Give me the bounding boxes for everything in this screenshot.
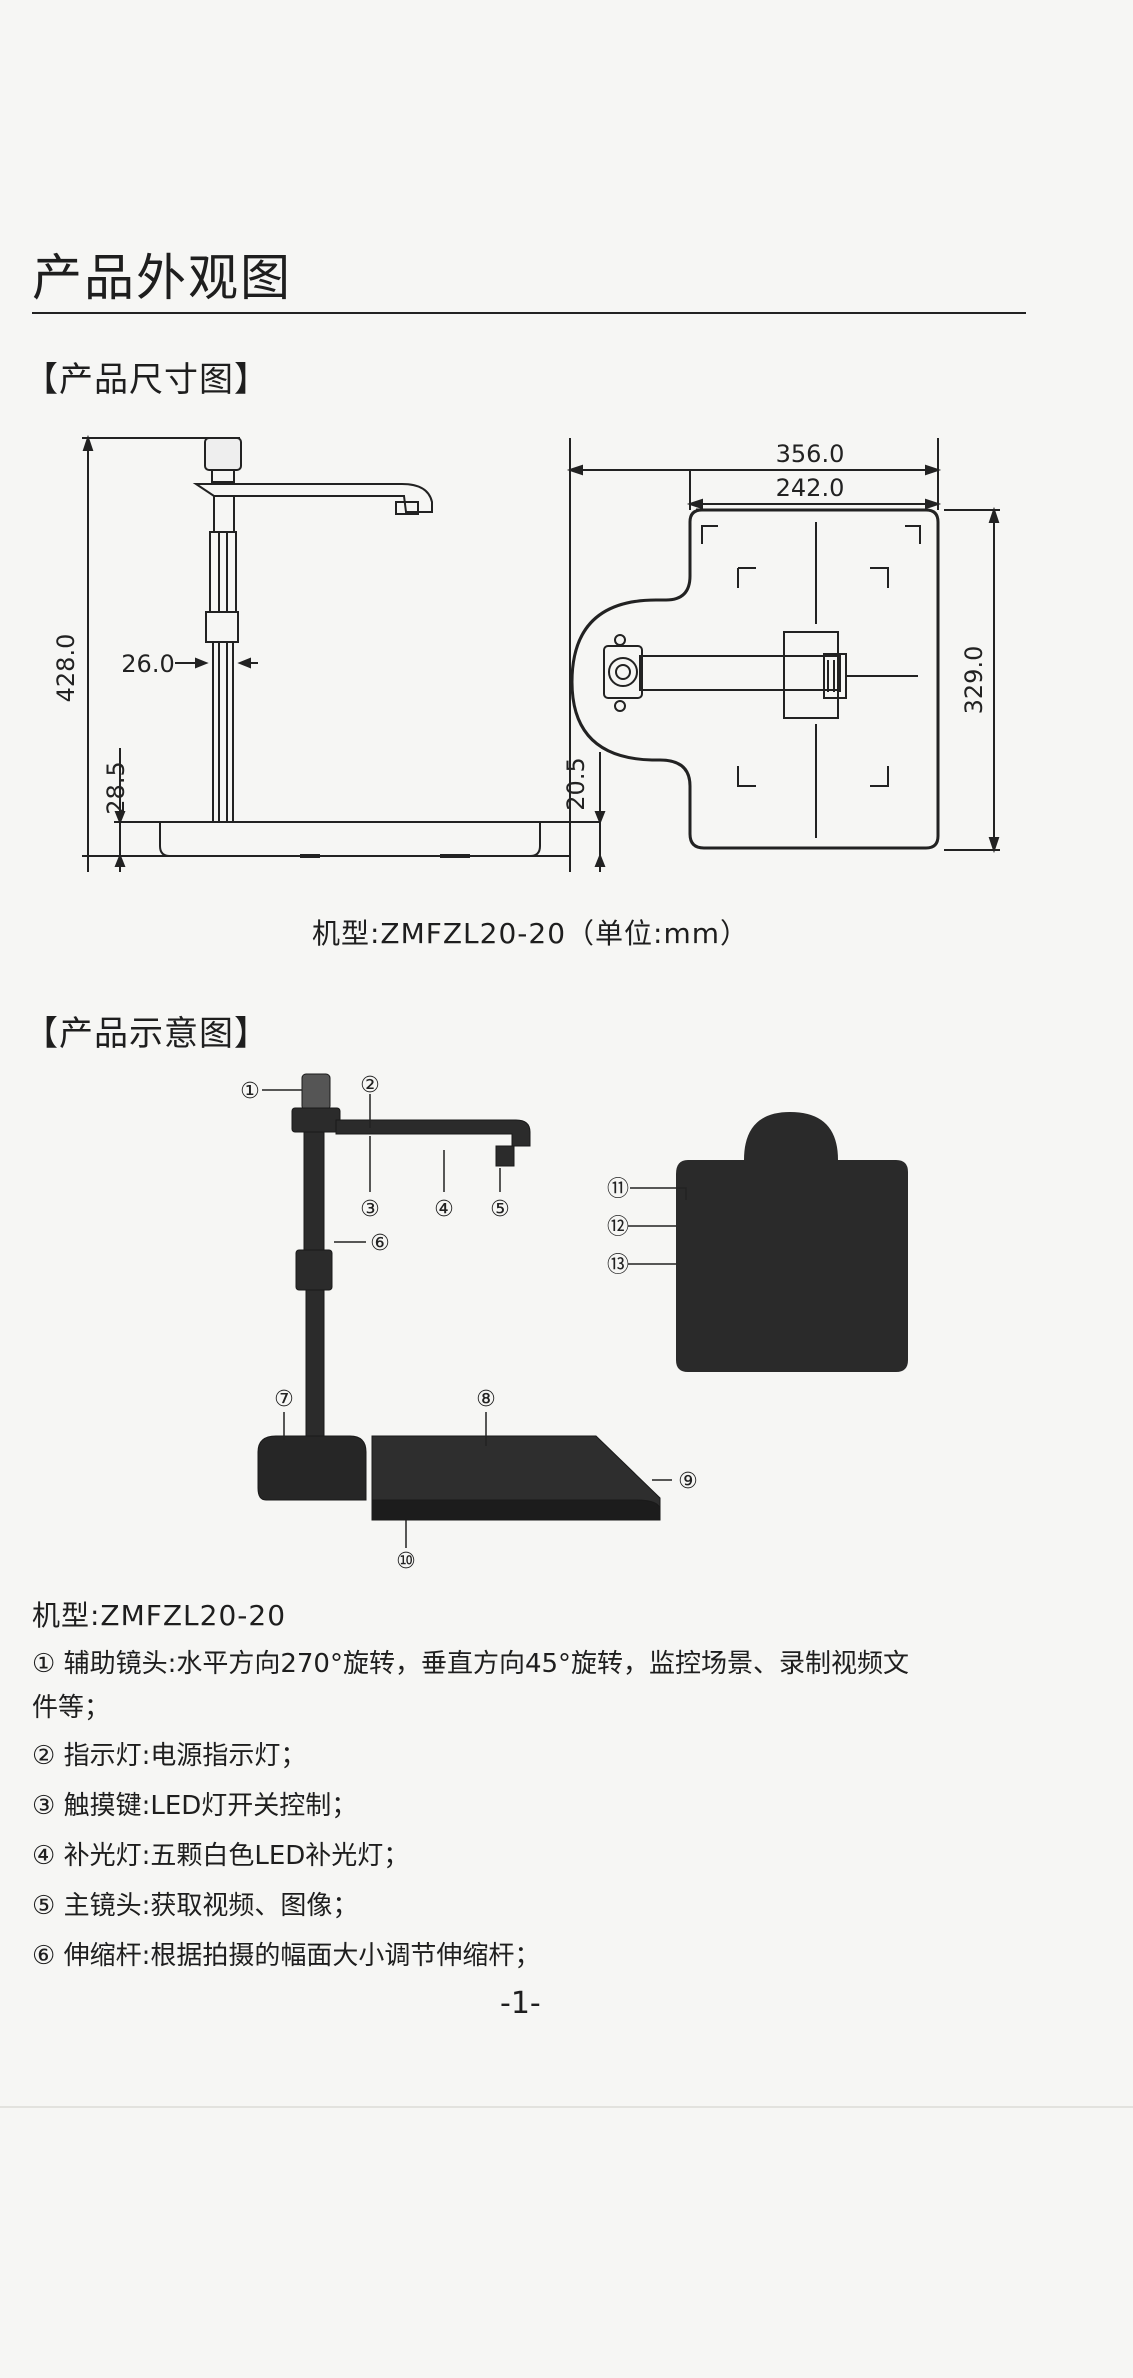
callout-2: ②	[360, 1073, 380, 1098]
callout-12: ⑫	[607, 1215, 629, 1240]
desc-line-2: ② 指示灯:电源指示灯；	[32, 1741, 307, 1771]
callout-6: ⑥	[370, 1231, 390, 1256]
dimension-drawing: 428.0 26.0 28.5 356.0 242.0 329.0 20.5	[52, 434, 1000, 872]
page-number: -1-	[500, 1986, 541, 2021]
desc-line-3: ③ 触摸键:LED灯开关控制；	[32, 1791, 358, 1821]
callout-8: ⑧	[476, 1387, 496, 1412]
desc-line-1: ① 辅助镜头:水平方向270°旋转，垂直方向45°旋转，监控场景、录制视频文	[32, 1649, 910, 1679]
product-schematic: ① ② ③ ④ ⑤ ⑥ ⑦ ⑧ ⑨ ⑩ ⑪ ⑫ ⑬	[240, 1073, 908, 1574]
callout-7: ⑦	[274, 1387, 294, 1412]
model-label: 机型:ZMFZL20-20	[32, 1599, 287, 1632]
callout-1: ①	[240, 1079, 260, 1104]
size-section-heading: 【产品尺寸图】	[24, 360, 269, 400]
page-title: 产品外观图	[32, 249, 292, 307]
callout-4: ④	[434, 1197, 454, 1222]
page-edge-divider	[0, 2106, 1133, 2108]
desc-line-5: ⑤ 主镜头:获取视频、图像；	[32, 1891, 359, 1921]
dim-depth: 329.0	[960, 646, 988, 715]
dim-pole-width: 26.0	[121, 650, 174, 678]
desc-line-6: ⑥ 伸缩杆:根据拍摄的幅面大小调节伸缩杆；	[32, 1941, 541, 1971]
dim-width-total: 356.0	[776, 440, 845, 468]
desc-line-4: ④ 补光灯:五颗白色LED补光灯；	[32, 1841, 410, 1871]
callout-13: ⑬	[607, 1253, 629, 1278]
size-caption: 机型:ZMFZL20-20（单位:mm）	[312, 917, 750, 950]
callout-3: ③	[360, 1197, 380, 1222]
callout-10: ⑩	[396, 1549, 416, 1574]
desc-line-1-cont: 件等；	[32, 1693, 111, 1723]
dim-base-height-side: 28.5	[102, 761, 130, 814]
dim-height-total: 428.0	[52, 634, 80, 703]
dim-width-platform: 242.0	[776, 474, 845, 502]
callout-11: ⑪	[607, 1177, 629, 1202]
diagram-section-heading: 【产品示意图】	[24, 1014, 269, 1054]
callout-9: ⑨	[678, 1469, 698, 1494]
dim-base-height-top: 20.5	[562, 757, 590, 810]
callout-5: ⑤	[490, 1197, 510, 1222]
title-divider	[32, 312, 1026, 314]
